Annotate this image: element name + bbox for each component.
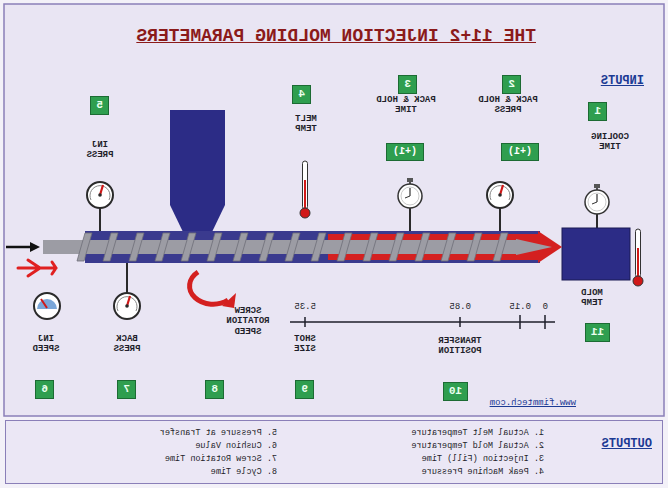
screw-flight (285, 233, 300, 261)
parameter-label: INJ PRESS (78, 140, 122, 161)
parameter-label: BACK PRESS (103, 334, 151, 355)
output-item: 1. Actual Melt Temperature (411, 429, 544, 438)
badge-text: 3 (404, 78, 411, 90)
screw-flight (389, 233, 404, 261)
output-item: 8. Cycle Time (211, 468, 277, 477)
screw-flight (493, 233, 508, 261)
scale-value: 0.85 (449, 302, 471, 312)
barrel (43, 231, 562, 263)
mold (562, 228, 643, 286)
badge-text: (+1) (393, 146, 417, 157)
parameter-label: TRANSFER POSITION (418, 336, 502, 357)
callout-number: 2 (502, 75, 521, 94)
inputs-panel (4, 4, 664, 416)
parameter-label: INJ SPEED (24, 334, 68, 355)
callout-number: 3 (398, 75, 417, 94)
parameter-label: PACK & HOLD PRESS (475, 95, 541, 116)
plus-one-badge: (+1) (501, 143, 539, 161)
callout-number: 8 (205, 380, 224, 399)
screw-flight (337, 233, 352, 261)
screw-flight (77, 233, 92, 261)
screw-flight (103, 233, 118, 261)
badge-text: (+1) (508, 146, 532, 157)
badge-text: 5 (96, 99, 103, 111)
output-item: 4. Peak Machine Pressure (422, 468, 544, 477)
output-item: 3. Injection (Fill) Time (422, 455, 544, 464)
parameter-label: SCREW ROTATION SPEED (213, 306, 283, 337)
callout-number: 5 (90, 96, 109, 115)
scale-value: 5.35 (294, 302, 316, 312)
parameter-label: MELT TEMP (286, 114, 326, 135)
scale-value: 0 (543, 302, 548, 312)
screw-flight (181, 233, 196, 261)
parameter-label: PACK & HOLD TIME (373, 95, 439, 116)
screw-flight (259, 233, 274, 261)
badge-text: 9 (301, 383, 308, 395)
website: www.fimmtech.com (490, 398, 576, 408)
callout-number: 1 (588, 102, 607, 121)
title: THE 11+2 INJECTION MOLDING PARAMETERS (136, 26, 536, 46)
gauges (34, 161, 609, 319)
parameter-label: SHOT SIZE (283, 334, 327, 355)
outputs-panel: OUTPUTS 1. Actual Melt Temperature 2. Actu… (5, 420, 663, 484)
output-item: 5. Pressure at Transfer (160, 429, 277, 438)
screw-flight (129, 233, 144, 261)
screw-flight (441, 233, 456, 261)
screw-flight (363, 233, 378, 261)
scale-value: 0.15 (509, 302, 531, 312)
parameter-label: COOLING TIME (579, 132, 641, 153)
badge-text: 11 (591, 326, 604, 338)
callout-number: 7 (117, 380, 136, 399)
callout-number: 9 (295, 380, 314, 399)
badge-text: 1 (594, 105, 601, 117)
scale (290, 315, 555, 329)
screw-flight (155, 233, 170, 261)
badge-text: 6 (41, 383, 48, 395)
output-item: 7. Screw Rotation Time (165, 455, 277, 464)
callout-number: 11 (585, 323, 610, 342)
screw-flight (207, 233, 222, 261)
badge-text: 7 (123, 383, 130, 395)
screw-flight (311, 233, 326, 261)
badge-text: 4 (298, 88, 305, 100)
callout-number: 6 (35, 380, 54, 399)
panel-heading: OUTPUTS (602, 437, 652, 451)
output-item: 6. Cushion Value (195, 442, 277, 451)
parameter-label: MOLD TEMP (570, 288, 614, 309)
badge-text: 2 (508, 78, 515, 90)
badge-text: 8 (211, 383, 218, 395)
badge-text: 10 (449, 385, 462, 397)
screw-flight (415, 233, 430, 261)
screw-flight (233, 233, 248, 261)
callout-number: 10 (443, 382, 468, 401)
hopper (170, 110, 225, 232)
callout-number: 4 (292, 85, 311, 104)
screw-flight (467, 233, 482, 261)
panel-heading: INPUTS (601, 74, 644, 88)
output-item: 2. Actual Mold Temperature (411, 442, 544, 451)
plus-one-badge: (+1) (386, 143, 424, 161)
